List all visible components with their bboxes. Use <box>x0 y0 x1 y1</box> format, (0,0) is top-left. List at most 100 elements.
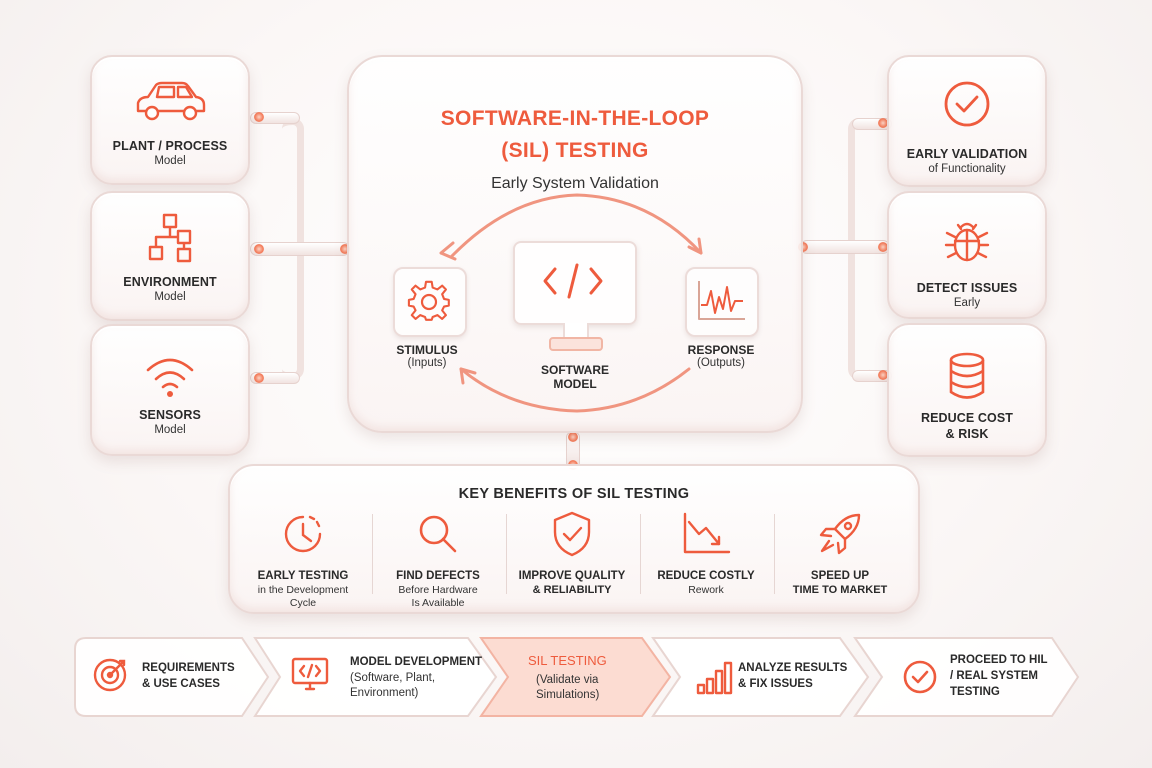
magnifier-icon <box>373 508 503 560</box>
glow-dot <box>254 244 264 254</box>
process-step-analyze[interactable]: ANALYZE RESULTS & FIX ISSUES <box>650 635 872 719</box>
benefit-reduce-rework: REDUCE COSTLY Rework <box>641 508 771 608</box>
stimulus-sub: (Inputs) <box>407 357 447 369</box>
environment-sub: Model <box>154 291 186 303</box>
database-icon <box>889 351 1045 407</box>
sensors-model-box[interactable]: SENSORS Model <box>90 324 250 456</box>
target-icon <box>93 658 127 692</box>
divider <box>774 514 775 594</box>
benefit-sub: TIME TO MARKET <box>792 584 888 596</box>
divider <box>506 514 507 594</box>
step-label-2: & USE CASES <box>142 678 220 690</box>
early-validation-title: EARLY VALIDATION <box>906 147 1028 161</box>
reduce-cost-box[interactable]: REDUCE COST & RISK <box>887 323 1047 457</box>
software-monitor-icon <box>513 241 637 359</box>
environment-model-box[interactable]: ENVIRONMENT Model <box>90 191 250 321</box>
process-step-model-development[interactable]: MODEL DEVELOPMENT (Software, Plant, Envi… <box>252 635 500 719</box>
glow-dot <box>878 242 888 252</box>
main-title-line2: (SIL) TESTING <box>501 139 649 162</box>
stimulus-title: STIMULUS <box>396 343 458 357</box>
chevron-shape <box>651 637 870 717</box>
plant-process-model-box[interactable]: PLANT / PROCESS Model <box>90 55 250 185</box>
benefit-title: FIND DEFECTS <box>396 570 480 582</box>
bug-icon <box>889 217 1045 273</box>
plant-process-title: PLANT / PROCESS <box>112 139 228 153</box>
step-label-3: TESTING <box>950 686 1000 698</box>
clock-icon <box>238 508 368 560</box>
sil-main-panel: SOFTWARE-IN-THE-LOOP (SIL) TESTING Early… <box>347 55 803 433</box>
stimulus-gear-box[interactable] <box>393 267 467 337</box>
response-waveform-box[interactable] <box>685 267 759 337</box>
step-label-2: (Software, Plant, <box>350 672 436 684</box>
glow-dot <box>568 432 578 442</box>
wifi-icon <box>92 352 248 408</box>
benefit-sub: Rework <box>688 584 724 596</box>
glow-dot <box>878 370 888 380</box>
early-validation-box[interactable]: EARLY VALIDATION of Functionality <box>887 55 1047 187</box>
response-title: RESPONSE <box>687 343 755 357</box>
early-validation-sub: of Functionality <box>928 163 1006 175</box>
main-title-line1: SOFTWARE-IN-THE-LOOP <box>440 107 710 130</box>
environment-title: ENVIRONMENT <box>123 275 217 289</box>
step-label-2: / REAL SYSTEM <box>950 670 1038 682</box>
trend-down-icon <box>641 508 771 560</box>
step-label-2: & FIX ISSUES <box>738 678 813 690</box>
step-label-1: REQUIREMENTS <box>142 662 235 674</box>
chevron-shape <box>253 637 498 717</box>
step-label-2: (Validate via <box>536 674 599 686</box>
software-line1: SOFTWARE <box>541 363 609 377</box>
car-icon <box>92 75 248 131</box>
gear-icon <box>407 280 450 321</box>
benefit-title: SPEED UP <box>810 570 870 582</box>
chevron-shape <box>853 637 1080 717</box>
plant-process-sub: Model <box>154 155 186 167</box>
glow-dot <box>340 244 350 254</box>
step-label-3: Simulations) <box>536 689 600 701</box>
process-step-requirements[interactable]: REQUIREMENTS & USE CASES <box>72 635 272 719</box>
benefit-improve-quality: IMPROVE QUALITY & RELIABILITY <box>507 508 637 608</box>
sensors-title: SENSORS <box>139 408 201 422</box>
chevron-shape <box>74 637 270 717</box>
step-label-1: ANALYZE RESULTS <box>738 662 848 674</box>
check-circle-icon <box>889 79 1045 135</box>
sensors-sub: Model <box>154 424 186 436</box>
reduce-cost-sub: & RISK <box>945 427 989 441</box>
glow-dot <box>254 373 264 383</box>
detect-issues-title: DETECT ISSUES <box>916 281 1018 295</box>
software-line2: MODEL <box>553 377 597 391</box>
process-step-proceed-hil[interactable]: PROCEED TO HIL / REAL SYSTEM TESTING <box>852 635 1082 719</box>
response-label: RESPONSE (Outputs) <box>669 343 773 369</box>
flowchart-icon <box>92 211 248 267</box>
main-subtitle: Early System Validation <box>491 175 659 192</box>
software-model-label: SOFTWARE MODEL <box>515 363 635 391</box>
benefits-title: KEY BENEFITS OF SIL TESTING <box>458 486 690 502</box>
waveform-icon <box>698 281 745 320</box>
detect-issues-box[interactable]: DETECT ISSUES Early <box>887 191 1047 319</box>
step-label-3: Environment) <box>350 687 419 699</box>
glow-dot <box>254 112 264 122</box>
glow-dot <box>878 118 888 128</box>
code-monitor-icon <box>291 657 329 691</box>
benefit-title: REDUCE COSTLY <box>657 570 755 582</box>
step-label-1: SIL TESTING <box>528 653 607 668</box>
step-label-1: MODEL DEVELOPMENT <box>350 656 483 668</box>
divider <box>372 514 373 594</box>
pipe-right-mid <box>800 240 890 254</box>
shield-check-icon <box>507 508 637 560</box>
loop-arrows-icon <box>439 193 703 413</box>
response-sub: (Outputs) <box>697 357 745 369</box>
chevron-shape-highlight <box>479 637 672 717</box>
reduce-cost-title: REDUCE COST <box>920 411 1014 425</box>
glow-dot <box>798 242 808 252</box>
rocket-icon <box>775 508 905 560</box>
benefit-title: EARLY TESTING <box>257 570 349 582</box>
bar-chart-icon <box>696 661 733 695</box>
stimulus-label: STIMULUS (Inputs) <box>375 343 479 369</box>
process-step-sil-testing[interactable]: SIL TESTING (Validate via Simulations) <box>478 635 674 719</box>
divider <box>640 514 641 594</box>
key-benefits-panel: KEY BENEFITS OF SIL TESTING EARLY TESTIN… <box>228 464 920 614</box>
